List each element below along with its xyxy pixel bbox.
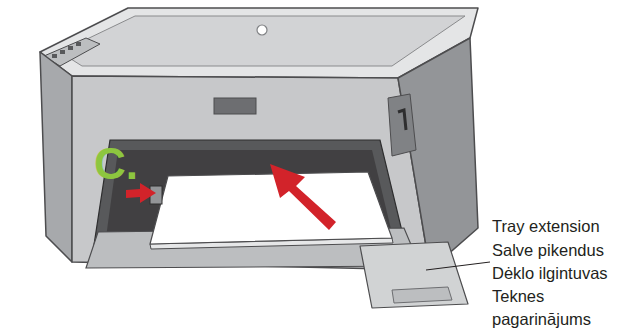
printer-front [72,76,430,270]
extension-tab [392,287,452,303]
panel-buttons [52,42,81,58]
front-window [214,98,256,114]
printer-right-side [398,38,478,270]
leader-line [426,262,490,270]
part-name: Dėklo ilgintuvas [492,262,608,285]
part-name: Salve pikendus [492,239,604,262]
insert-arrow [270,164,336,230]
printer-left-side [40,52,72,262]
paper-stack [150,172,392,244]
scanner-lid [40,8,478,78]
part-name: Tray extension [492,215,600,238]
step-letter: C. [94,140,138,188]
cartridge-door [388,94,416,156]
hp-logo [257,25,267,35]
cartridge-latch [398,110,406,130]
tray-extension [360,242,468,308]
part-name: Teknes pagarinājums [492,285,618,331]
lid-top [60,16,465,66]
